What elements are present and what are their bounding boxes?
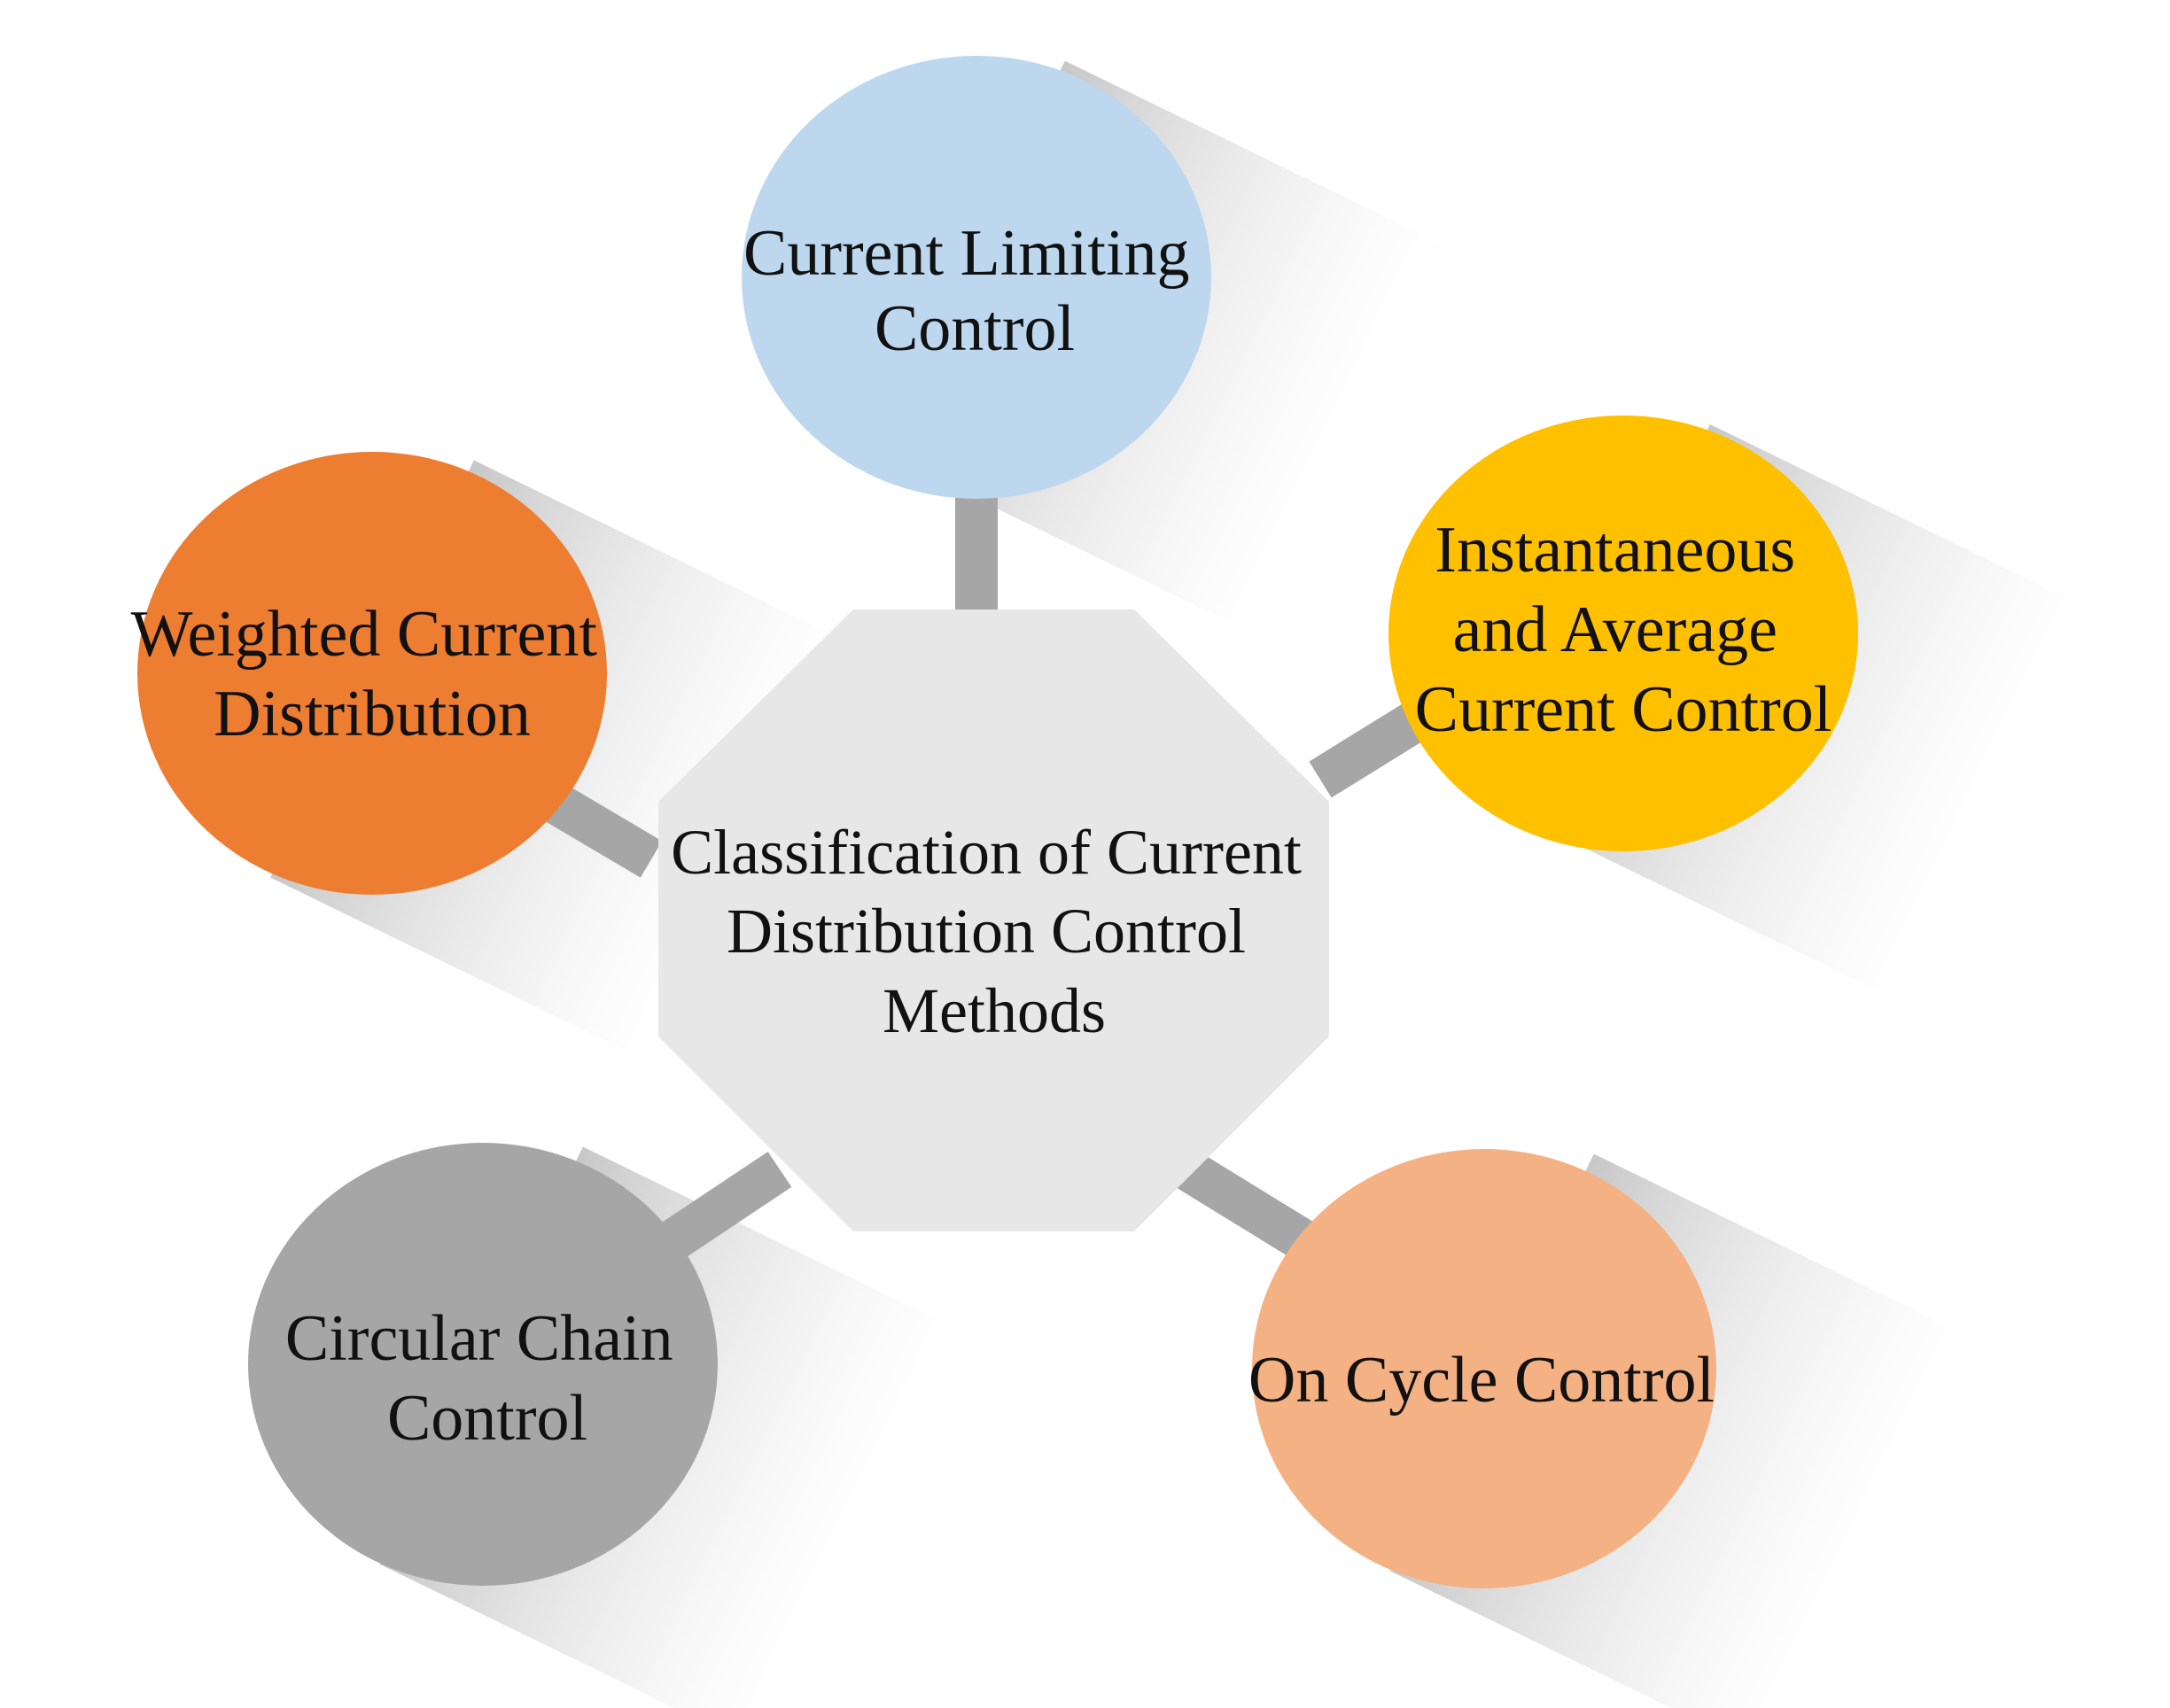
center-label-line: Classification of Current [671, 817, 1302, 888]
node-label: Circular Chain Control [285, 1302, 689, 1455]
node-on-cycle-control: On Cycle Control [1248, 1149, 1716, 1588]
node-label-line: Distribution [214, 678, 531, 750]
node-label-line: Instantaneous [1435, 514, 1795, 586]
node-circle [1252, 1149, 1716, 1588]
node-circular-chain-control: Circular Chain Control [248, 1143, 718, 1586]
connector-weighted [542, 783, 663, 878]
center-label-line: Distribution Control [727, 896, 1246, 967]
node-label-line: Control [387, 1382, 587, 1455]
node-label-line: Weighted Current [131, 598, 598, 671]
center-label-line: Methods [883, 975, 1106, 1046]
node-circle [1388, 415, 1858, 851]
node-circle [248, 1143, 718, 1586]
node-label-line: Circular Chain [285, 1302, 673, 1375]
connector-on-cycle [1176, 1151, 1314, 1259]
node-weighted-current-distribution: Weighted Current Distribution [131, 452, 614, 895]
center-octagon [658, 609, 1329, 1231]
connector-instantaneous [1309, 701, 1429, 798]
node-circle [742, 56, 1211, 499]
node-label-line: Current Limiting [743, 217, 1190, 290]
center-octagon-node: Classification of Current Distribution C… [658, 609, 1329, 1231]
node-instantaneous-and-average-current-control: Instantaneous and Average Current Contro… [1388, 415, 1858, 851]
node-circle [137, 452, 607, 895]
node-label-line: and Average [1453, 594, 1777, 666]
connector-circular-chain [661, 1152, 792, 1258]
node-label: Instantaneous and Average Current Contro… [1415, 514, 1832, 746]
connectors [542, 496, 1429, 1259]
node-label: On Cycle Control [1248, 1344, 1715, 1417]
node-label: Weighted Current Distribution [131, 598, 614, 750]
node-current-limiting-control: Current Limiting Control [742, 56, 1211, 499]
node-label-line: On Cycle Control [1248, 1344, 1715, 1417]
node-label: Current Limiting Control [743, 217, 1206, 365]
center-label: Classification of Current Distribution C… [671, 817, 1318, 1046]
node-label-line: Current Control [1415, 673, 1832, 746]
node-label-line: Control [875, 292, 1075, 365]
